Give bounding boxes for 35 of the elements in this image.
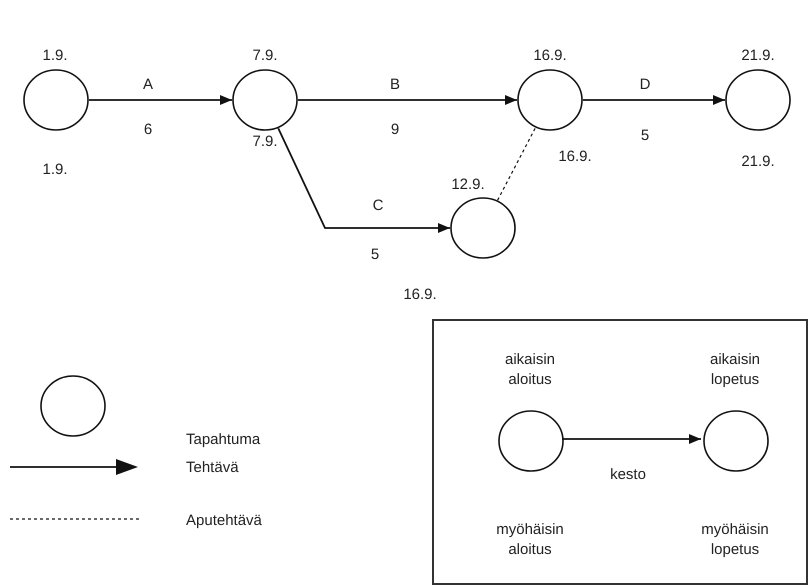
event-circle — [517, 69, 583, 131]
legend-label: Aputehtävä — [186, 511, 262, 531]
date-label: aikaisin lopetus — [708, 350, 762, 390]
date-label: 7.9. — [252, 132, 278, 152]
date-label: 1.9. — [42, 46, 68, 66]
duration-label: 5 — [370, 245, 380, 265]
date-label: 7.9. — [252, 46, 278, 66]
dashed-line — [497, 128, 536, 200]
date-label: myöhäisin lopetus — [700, 520, 770, 560]
legend-label: Tapahtuma — [186, 430, 260, 450]
event-circle — [703, 410, 769, 472]
date-label: 16.9. — [533, 46, 567, 66]
duration-label: 6 — [144, 120, 152, 140]
duration-label: 9 — [390, 120, 400, 140]
date-label: 16.9. — [558, 147, 592, 167]
date-label: 1.9. — [42, 160, 68, 180]
key-panel — [432, 319, 808, 585]
date-label: myöhäisin aloitus — [495, 520, 565, 560]
date-label: 16.9. — [403, 285, 437, 305]
date-label: 21.9. — [741, 152, 775, 172]
event-circle — [725, 69, 791, 131]
event-circle — [232, 69, 298, 131]
arrow — [277, 128, 450, 233]
event-circle — [450, 197, 516, 259]
date-label: 21.9. — [741, 46, 775, 66]
legend-label: Tehtävä — [186, 458, 239, 478]
arrow — [562, 434, 701, 444]
arrow — [298, 95, 517, 105]
event-circle — [498, 410, 564, 472]
arrow — [89, 95, 232, 105]
event-circle — [23, 69, 89, 131]
date-label: 12.9. — [451, 175, 485, 195]
arrow — [583, 95, 725, 105]
date-label: aikaisin aloitus — [504, 350, 556, 390]
duration-label: 5 — [640, 126, 650, 146]
